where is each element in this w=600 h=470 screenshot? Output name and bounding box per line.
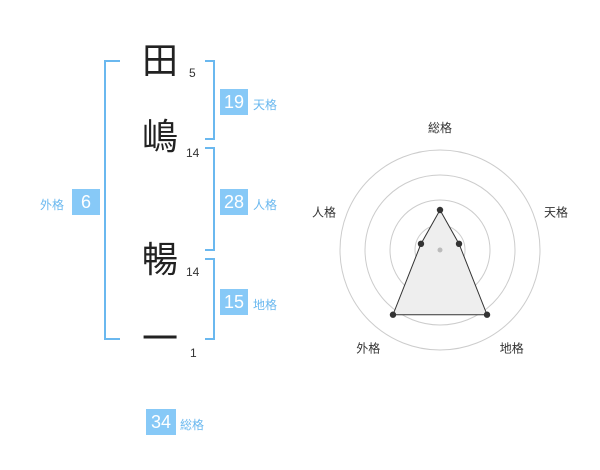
radar-ring-3 — [364, 174, 516, 326]
radar-point-2 — [483, 311, 491, 318]
tenkaku-bracket — [205, 60, 215, 140]
stroke-count-4: 1 — [190, 346, 197, 360]
soukaku-label: 総格 — [180, 418, 205, 432]
radar-polygon — [392, 208, 488, 316]
radar-axis-label-3: 外格 — [356, 341, 380, 356]
jinkaku-label: 人格 — [253, 198, 278, 212]
radar-axis-label-1: 天格 — [544, 204, 568, 219]
name-char-2: 嶋 — [142, 117, 179, 158]
radar-rings — [339, 149, 541, 351]
tenkaku-value: 19 — [220, 89, 248, 115]
stroke-count-3: 14 — [186, 265, 200, 279]
gaikaku-value: 6 — [72, 189, 100, 215]
radar-point-1 — [455, 240, 463, 248]
radar-axis-label-0: 総格 — [428, 120, 452, 135]
radar-center-dot — [437, 247, 443, 253]
stroke-count-2: 14 — [186, 146, 200, 160]
chikaku-bracket — [205, 258, 215, 340]
chikaku-label: 地格 — [253, 298, 278, 312]
radar-point-3 — [389, 311, 397, 318]
radar-axis-label-2: 地格 — [500, 341, 524, 356]
chikaku-value: 15 — [220, 289, 248, 315]
radar-axis-label-4: 人格 — [312, 204, 336, 219]
stroke-count-1: 5 — [189, 66, 196, 80]
name-char-4: 一 — [142, 319, 179, 360]
tenkaku-label: 天格 — [253, 98, 278, 112]
jinkaku-value: 28 — [220, 189, 248, 215]
gaikaku-label: 外格 — [40, 198, 65, 212]
radar-point-0 — [436, 206, 444, 214]
name-char-1: 田 — [142, 41, 179, 82]
name-char-3: 暢 — [142, 240, 179, 281]
soukaku-value: 34 — [146, 409, 176, 435]
jinkaku-bracket — [205, 147, 215, 251]
radar-ring-4 — [339, 149, 541, 351]
radar-point-4 — [417, 240, 425, 248]
gaikaku-bracket — [104, 60, 120, 340]
radar-points — [389, 206, 491, 318]
